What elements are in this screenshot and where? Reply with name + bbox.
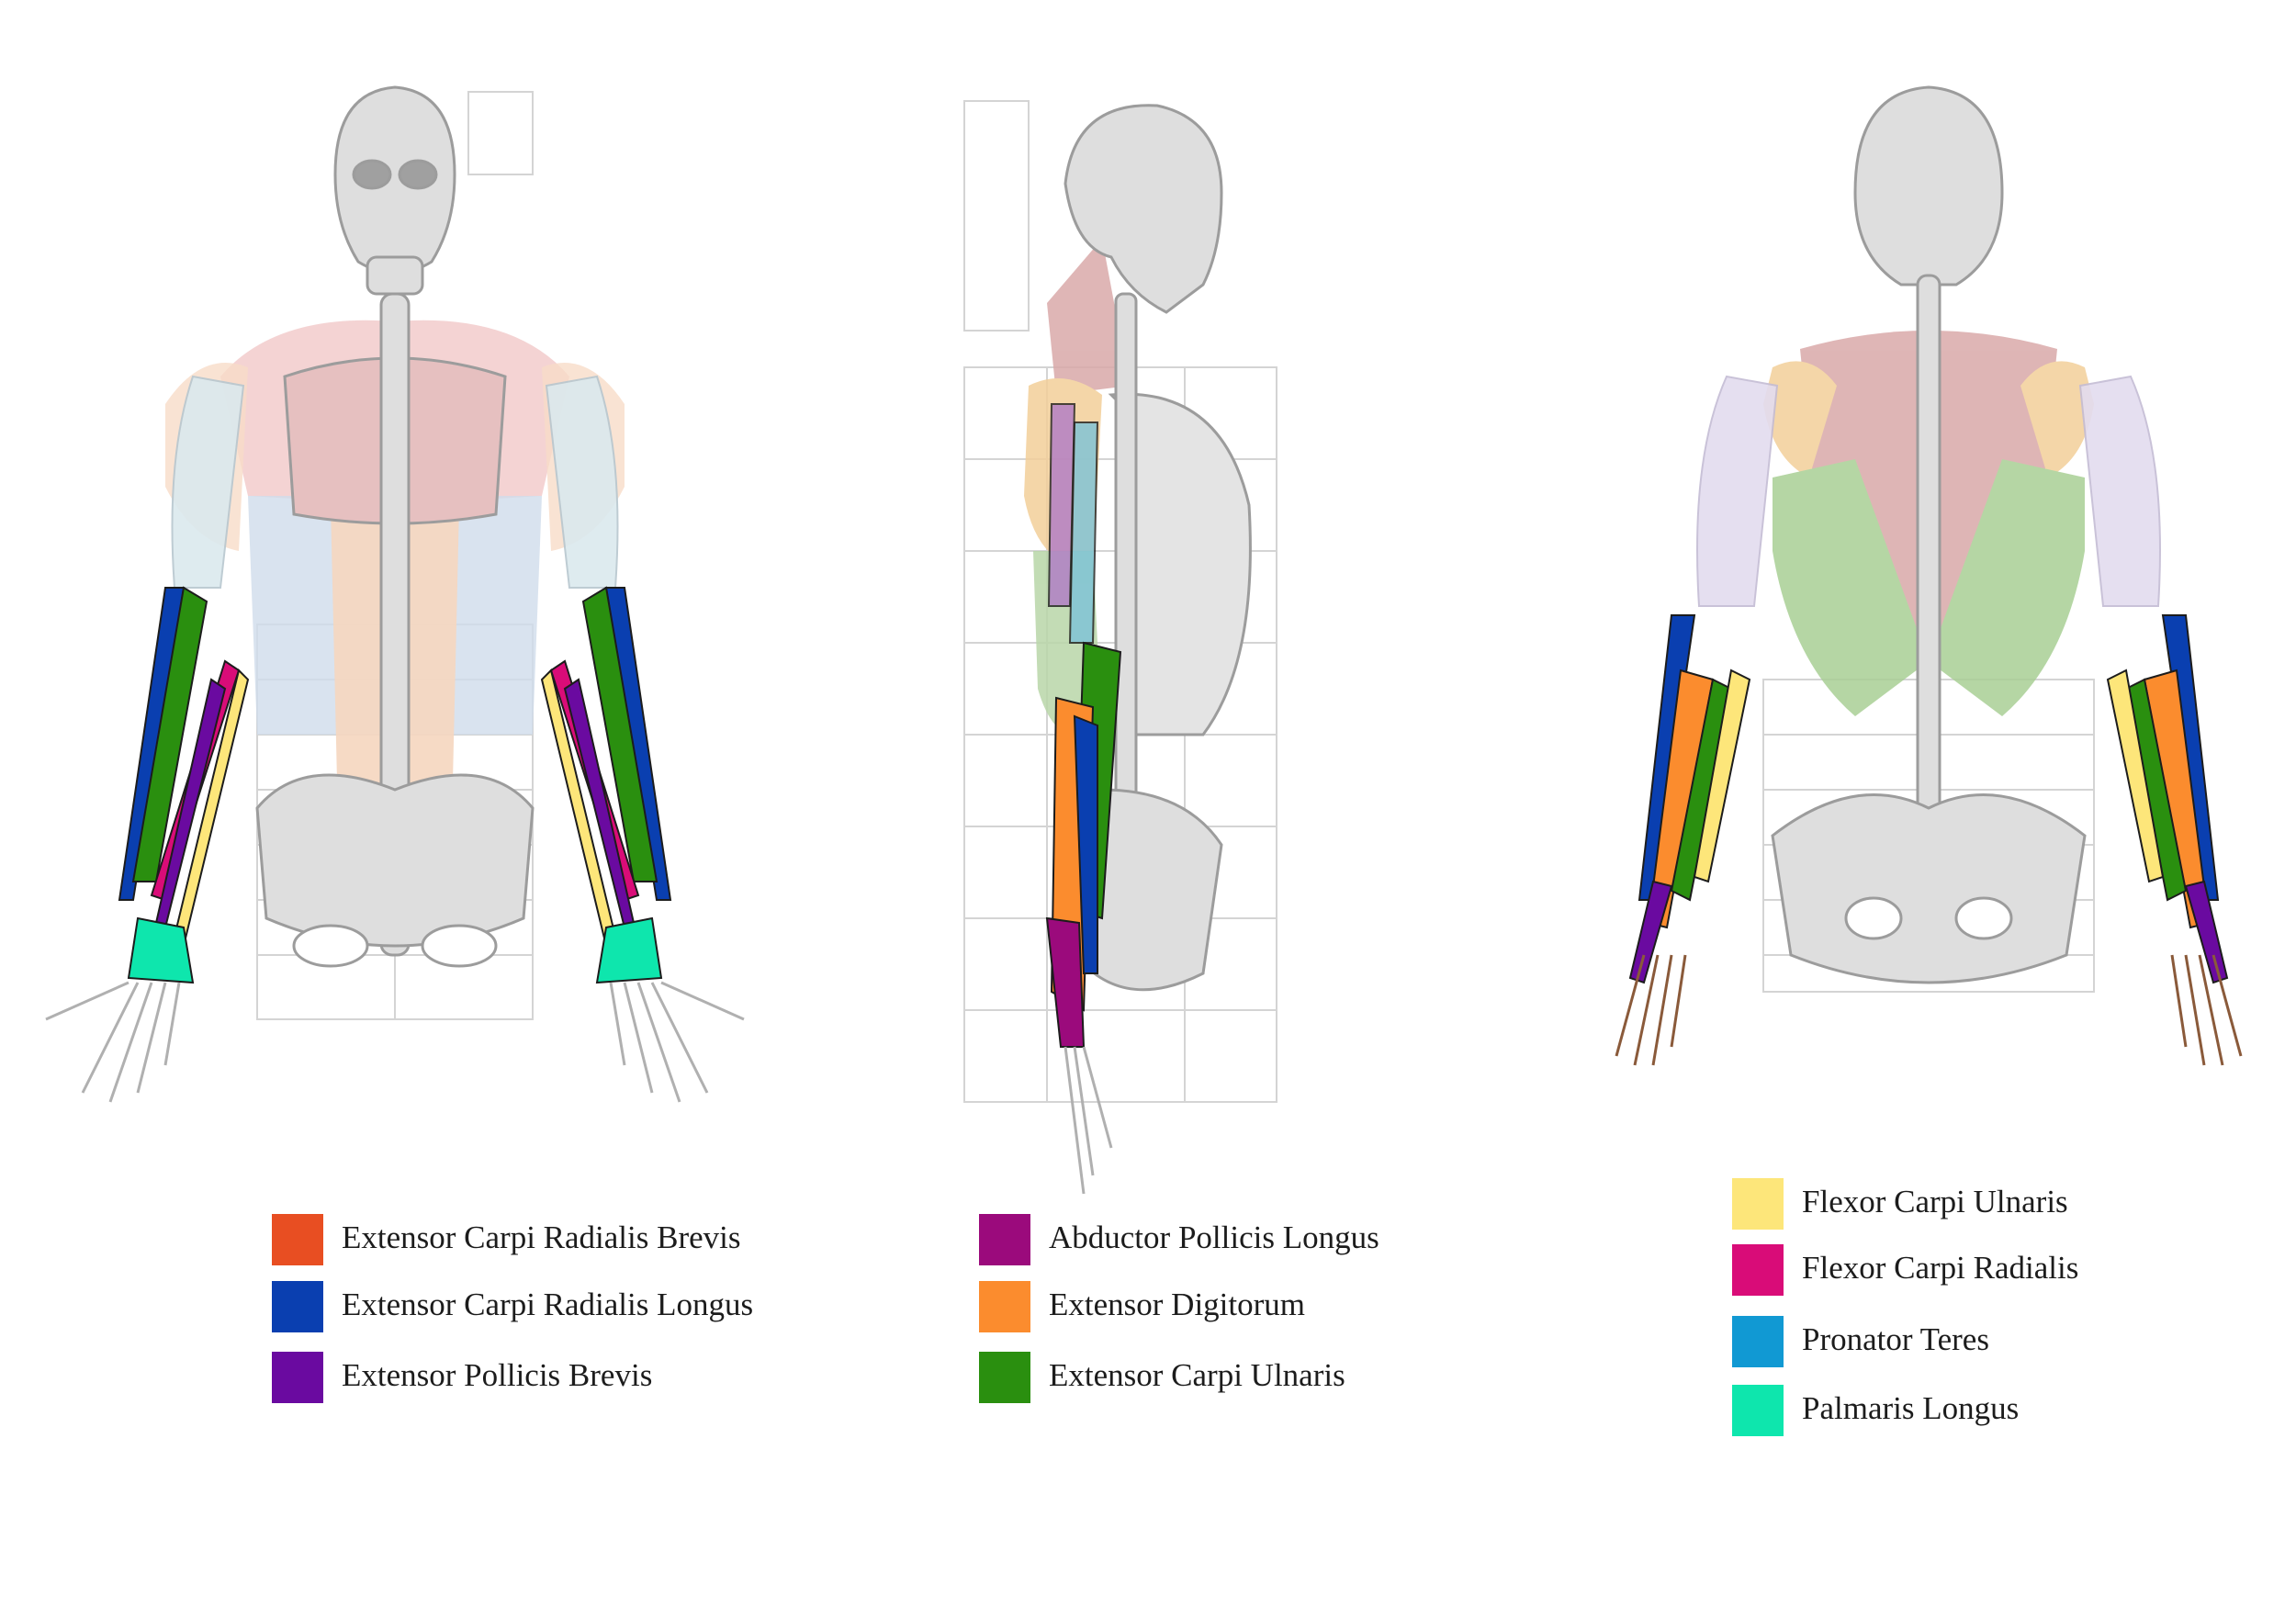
legend-label: Abductor Pollicis Longus xyxy=(1049,1219,1379,1255)
hand xyxy=(1064,1046,1113,1195)
left-forearm-muscles xyxy=(118,586,250,984)
hands xyxy=(1615,954,2243,1066)
color-swatch xyxy=(979,1281,1030,1332)
legend-label: Extensor Carpi Radialis Longus xyxy=(342,1287,754,1322)
legend-label: Extensor Carpi Radialis Brevis xyxy=(342,1219,741,1255)
color-swatch xyxy=(272,1214,323,1265)
color-swatch xyxy=(272,1281,323,1332)
upper-arms xyxy=(1696,375,2161,607)
legend-label: Flexor Carpi Ulnaris xyxy=(1802,1184,2068,1219)
upper-arms xyxy=(171,375,619,589)
anterior-view-figure xyxy=(45,85,745,1103)
skeleton xyxy=(1771,85,2087,984)
legend-label: Extensor Digitorum xyxy=(1049,1287,1305,1322)
color-swatch xyxy=(1732,1316,1784,1367)
legend-label: Flexor Carpi Radialis xyxy=(1802,1250,2079,1286)
skeleton xyxy=(255,85,535,968)
arm-muscles xyxy=(1045,403,1122,1048)
right-forearm-muscles xyxy=(540,586,672,984)
color-swatch xyxy=(979,1352,1030,1403)
legend-label: Pronator Teres xyxy=(1802,1321,1989,1357)
color-swatch xyxy=(272,1352,323,1403)
left-forearm-muscles xyxy=(1628,614,1751,984)
hands xyxy=(45,981,745,1103)
legend-label: Extensor Pollicis Brevis xyxy=(342,1357,653,1393)
color-swatch xyxy=(1732,1385,1784,1436)
legend-label: Palmaris Longus xyxy=(1802,1390,2020,1426)
legend-label: Extensor Carpi Ulnaris xyxy=(1049,1357,1345,1393)
posterior-view-figure xyxy=(1615,85,2243,1066)
lateral-view-figure xyxy=(963,100,1277,1195)
skeleton xyxy=(1064,104,1252,992)
color-swatch xyxy=(1732,1178,1784,1230)
color-swatch xyxy=(1732,1244,1784,1296)
right-forearm-muscles xyxy=(2106,614,2229,984)
color-swatch xyxy=(979,1214,1030,1265)
